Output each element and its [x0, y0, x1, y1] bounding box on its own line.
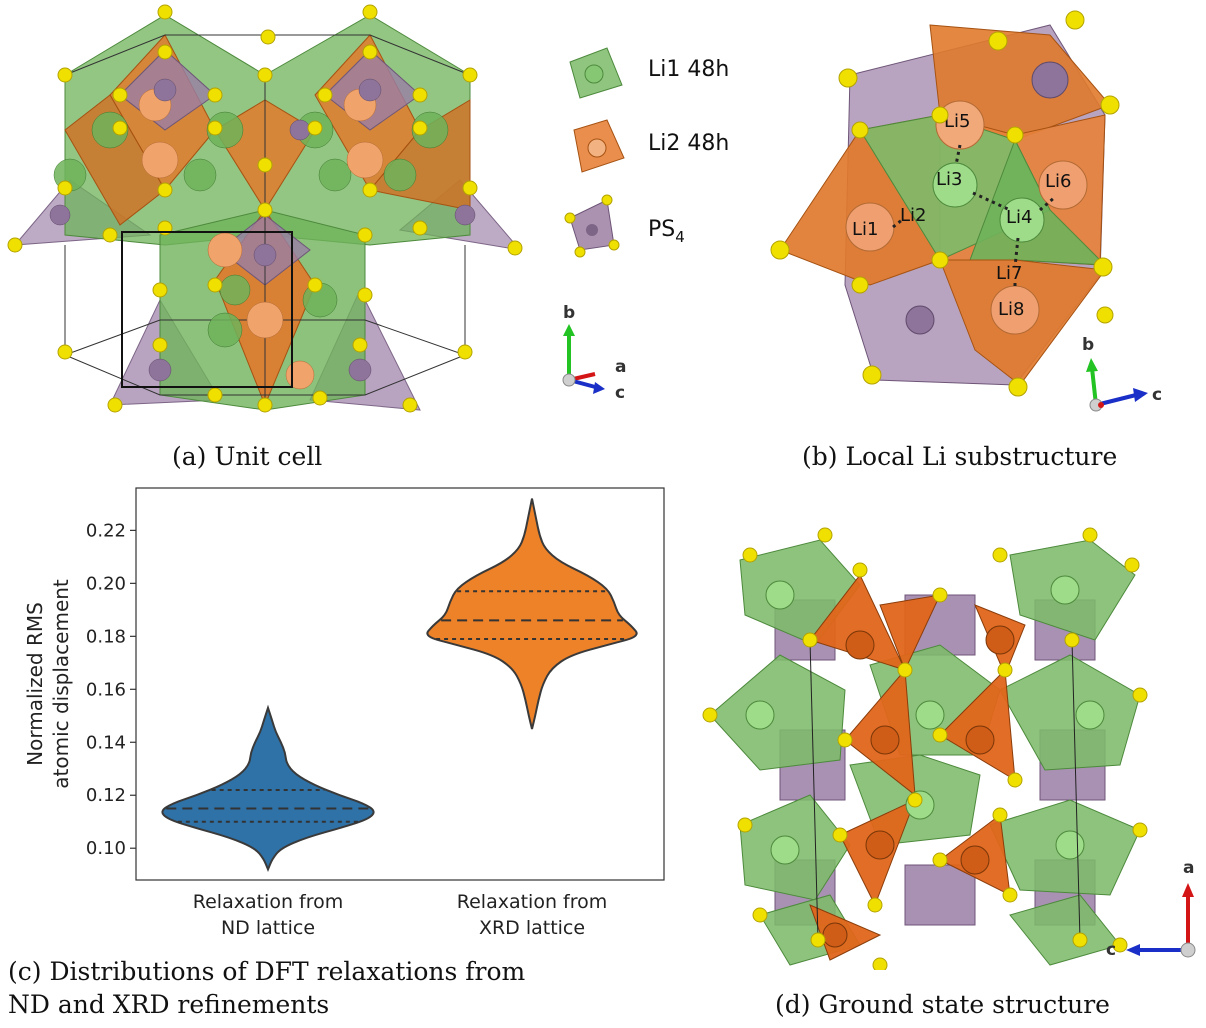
y-ticks: 0.10 0.12 0.14 0.16 0.18 0.20 0.22: [86, 520, 136, 859]
ground-state-structure: [702, 527, 1148, 970]
local-li-substructure: Li5 Li3 Li6 Li4 Li2 Li1 Li7 Li8: [770, 10, 1120, 397]
y-tick-label: 0.10: [86, 838, 126, 859]
svg-text:c: c: [615, 383, 625, 400]
caption-a: (a) Unit cell: [172, 442, 323, 471]
svg-text:c: c: [1152, 385, 1162, 405]
x-category-nd-line2: ND lattice: [221, 917, 315, 939]
y-axis-label-line2: atomic displacement: [49, 579, 73, 789]
axes-indicator-d: a c: [1106, 858, 1196, 960]
y-tick-label: 0.14: [86, 732, 126, 753]
caption-b: (b) Local Li substructure: [802, 442, 1118, 471]
legend-item-ps4: PS4: [564, 194, 685, 258]
x-category-xrd-line2: XRD lattice: [479, 917, 585, 939]
caption-d: (d) Ground state structure: [775, 990, 1110, 1019]
caption-c: (c) Distributions of DFT relaxations fro…: [8, 955, 648, 1021]
legend-label-li1: Li1 48h: [648, 57, 729, 82]
legend-item-li2: Li2 48h: [573, 119, 729, 173]
site-label-li6: Li6: [1045, 171, 1071, 192]
site-label-li5: Li5: [944, 111, 970, 132]
axes-indicator-b: b c: [1082, 335, 1162, 412]
unit-cell-structure: [7, 4, 523, 413]
site-label-li2: Li2: [900, 205, 926, 226]
site-label-li7: Li7: [996, 263, 1022, 284]
caption-c-line2: ND and XRD refinements: [8, 990, 330, 1019]
svg-text:a: a: [615, 357, 626, 377]
svg-text:c: c: [1106, 940, 1116, 960]
y-tick-label: 0.20: [86, 573, 126, 594]
y-axis-label-line1: Normalized RMS: [23, 602, 47, 766]
x-category-xrd-line1: Relaxation from: [457, 891, 608, 913]
y-tick-label: 0.18: [86, 626, 126, 647]
violin-body: [426, 498, 638, 730]
site-label-li1: Li1: [852, 219, 878, 240]
legend-label-li2: Li2 48h: [648, 131, 729, 156]
site-label-li4: Li4: [1006, 207, 1032, 228]
caption-c-line1: (c) Distributions of DFT relaxations fro…: [8, 957, 526, 986]
axes-indicator-a: b a c: [562, 303, 626, 400]
svg-text:b: b: [563, 303, 575, 323]
svg-text:a: a: [1183, 858, 1194, 878]
legend: Li1 48h Li2 48h PS4: [552, 40, 772, 270]
site-label-li3: Li3: [936, 169, 962, 190]
violin-body: [161, 704, 375, 873]
y-tick-label: 0.12: [86, 785, 126, 806]
violins: [161, 498, 638, 873]
legend-item-li1: Li1 48h: [569, 47, 729, 99]
svg-text:b: b: [1082, 335, 1094, 355]
violin-chart: 0.10 0.12 0.14 0.16 0.18 0.20 0.22 Normalized …: [23, 487, 665, 939]
x-category-nd-line1: Relaxation from: [193, 891, 344, 913]
y-tick-label: 0.16: [86, 679, 126, 700]
site-label-li8: Li8: [998, 299, 1024, 320]
legend-label-ps4: PS4: [648, 217, 685, 246]
y-tick-label: 0.22: [86, 520, 126, 541]
